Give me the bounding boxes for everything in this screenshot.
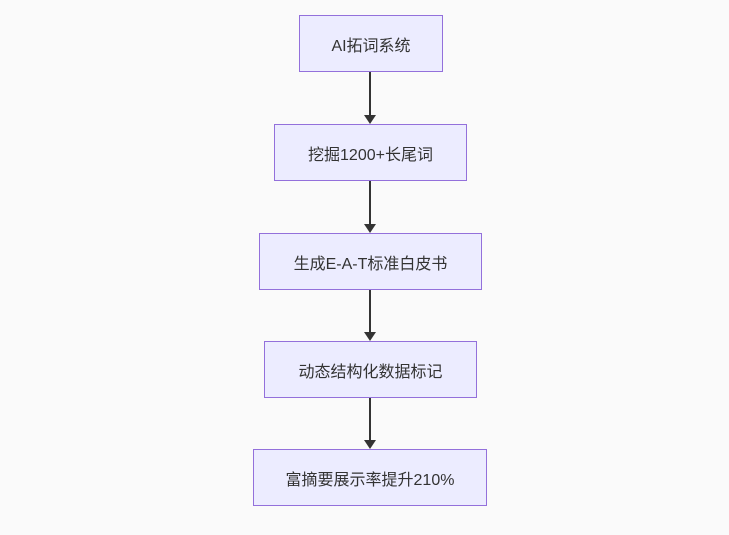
arrow-down-2	[364, 181, 376, 233]
arrow-shaft	[369, 398, 371, 440]
flow-node-rich-snippet-result: 富摘要展示率提升210%	[253, 449, 487, 506]
flow-node-label: 富摘要展示率提升210%	[285, 471, 455, 489]
arrow-shaft	[369, 290, 371, 332]
flow-node-ai-word-expansion: AI拓词系统	[299, 15, 443, 72]
arrowhead-down-icon	[364, 115, 376, 124]
arrowhead-down-icon	[364, 440, 376, 449]
flow-node-label: 生成E-A-T标准白皮书	[293, 255, 448, 273]
arrow-down-3	[364, 290, 376, 341]
flow-node-eat-whitepaper: 生成E-A-T标准白皮书	[259, 233, 482, 290]
flow-node-label: 动态结构化数据标记	[298, 363, 443, 381]
arrow-down-4	[364, 398, 376, 449]
arrowhead-down-icon	[364, 224, 376, 233]
flow-node-label: 挖掘1200+长尾词	[308, 146, 433, 164]
arrowhead-down-icon	[364, 332, 376, 341]
arrow-shaft	[369, 181, 371, 224]
arrow-down-1	[364, 72, 376, 124]
arrow-shaft	[369, 72, 371, 115]
flow-node-label: AI拓词系统	[331, 37, 411, 55]
flow-node-longtail-keywords: 挖掘1200+长尾词	[274, 124, 467, 181]
flow-node-structured-data-markup: 动态结构化数据标记	[264, 341, 477, 398]
